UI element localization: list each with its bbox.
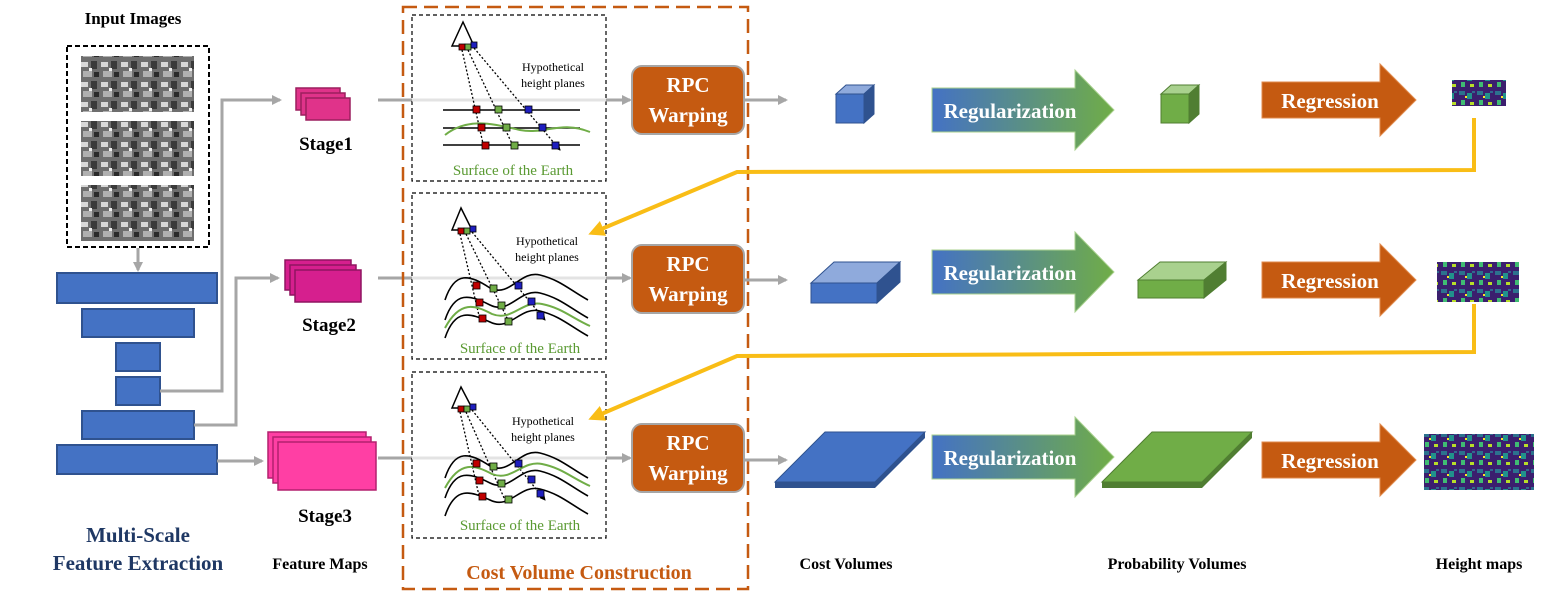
- panel3-surface-label: Surface of the Earth: [460, 518, 581, 534]
- svg-text:Warping: Warping: [648, 461, 728, 485]
- probability-volumes-label: Probability Volumes: [1108, 556, 1247, 573]
- satellite-image-3: [81, 185, 194, 241]
- height-map-2: [1437, 262, 1519, 302]
- height-maps-label: Height maps: [1436, 556, 1523, 573]
- stage2-label: Stage2: [302, 315, 356, 336]
- panel2-surface-label: Surface of the Earth: [460, 341, 581, 357]
- regression-arrow-2: Regression: [1261, 242, 1417, 318]
- encoder-layer-1: [56, 272, 218, 304]
- cost-volume-3: [773, 431, 927, 488]
- svg-text:Warping: Warping: [648, 282, 728, 306]
- panel1-hyp-line1: Hypothetical: [522, 60, 585, 74]
- encoder-layer-3: [115, 342, 161, 372]
- multi-scale-title-line1: Multi-Scale: [86, 523, 190, 547]
- satellite-image-1: [81, 56, 194, 112]
- satellite-image-2: [81, 121, 194, 176]
- encoder-layer-2: [81, 308, 195, 338]
- feedback-arrow-stage2-to-stage3: [588, 304, 1476, 421]
- encoder-layer-4: [115, 376, 161, 406]
- cost-volumes-label: Cost Volumes: [800, 556, 893, 573]
- regularization-arrow-1: Regularization: [931, 68, 1115, 152]
- svg-text:RPC: RPC: [666, 252, 709, 276]
- panel1-hyp-line2: height planes: [521, 76, 585, 90]
- svg-text:RPC: RPC: [666, 431, 709, 455]
- probability-volume-2: [1136, 260, 1228, 300]
- regularization-arrow-2: Regularization: [931, 230, 1115, 314]
- encoder-to-stage1-arrow: [160, 95, 282, 393]
- input-images-frame: [66, 45, 210, 248]
- svg-text:RPC: RPC: [666, 73, 709, 97]
- panel1-surface-label: Surface of the Earth: [453, 163, 574, 179]
- multi-scale-title-line2: Feature Extraction: [53, 551, 224, 575]
- rpc-warping-block-2: RPC Warping: [631, 244, 745, 314]
- cost-volume-2: [809, 260, 902, 305]
- svg-text:Regularization: Regularization: [944, 446, 1077, 470]
- svg-text:Warping: Warping: [648, 103, 728, 127]
- height-map-3: [1424, 434, 1534, 490]
- svg-text:Regularization: Regularization: [944, 99, 1077, 123]
- input-images-label: Input Images: [85, 9, 182, 28]
- svg-text:Regression: Regression: [1281, 449, 1379, 473]
- encoder-layer-5: [81, 410, 195, 440]
- regularization-arrow-3: Regularization: [931, 415, 1115, 499]
- plane-panel-1: Hypothetical height planes Surface of th…: [411, 14, 630, 182]
- height-map-1: [1452, 80, 1506, 106]
- panel3-hyp-line1: Hypothetical: [512, 414, 575, 428]
- stage3-feature-stack: [267, 431, 377, 491]
- regression-arrow-1: Regression: [1261, 62, 1417, 138]
- stage1-feature-stack: [295, 87, 351, 121]
- svg-text:Regression: Regression: [1281, 89, 1379, 113]
- rpc-warping-block-1: RPC Warping: [631, 65, 745, 135]
- svg-text:Regularization: Regularization: [944, 261, 1077, 285]
- panel2-hyp-line2: height planes: [515, 250, 579, 264]
- stage3-label: Stage3: [298, 506, 352, 527]
- panel3-hyp-line2: height planes: [511, 430, 575, 444]
- encoder-to-stage2-arrow: [194, 273, 280, 427]
- rpc-warping-block-3: RPC Warping: [631, 423, 745, 493]
- panel2-hyp-line1: Hypothetical: [516, 234, 579, 248]
- stage1-label: Stage1: [299, 134, 353, 155]
- encoder-layer-6: [56, 444, 218, 475]
- feedback-arrow-stage1-to-stage2: [588, 118, 1476, 236]
- cost-volume-1: [834, 83, 876, 125]
- probability-volume-3: [1100, 431, 1254, 488]
- regression-arrow-3: Regression: [1261, 422, 1417, 498]
- plane-panel-2: Hypothetical height planes Surface of th…: [411, 192, 630, 360]
- feature-maps-label: Feature Maps: [272, 556, 367, 573]
- cost-volume-construction-label: Cost Volume Construction: [466, 562, 692, 584]
- plane-panel-3: Hypothetical height planes Surface of th…: [411, 371, 630, 539]
- svg-text:Regression: Regression: [1281, 269, 1379, 293]
- cost-volume-construction-frame: [401, 5, 750, 591]
- stage2-feature-stack: [284, 259, 362, 303]
- probability-volume-1: [1159, 83, 1201, 125]
